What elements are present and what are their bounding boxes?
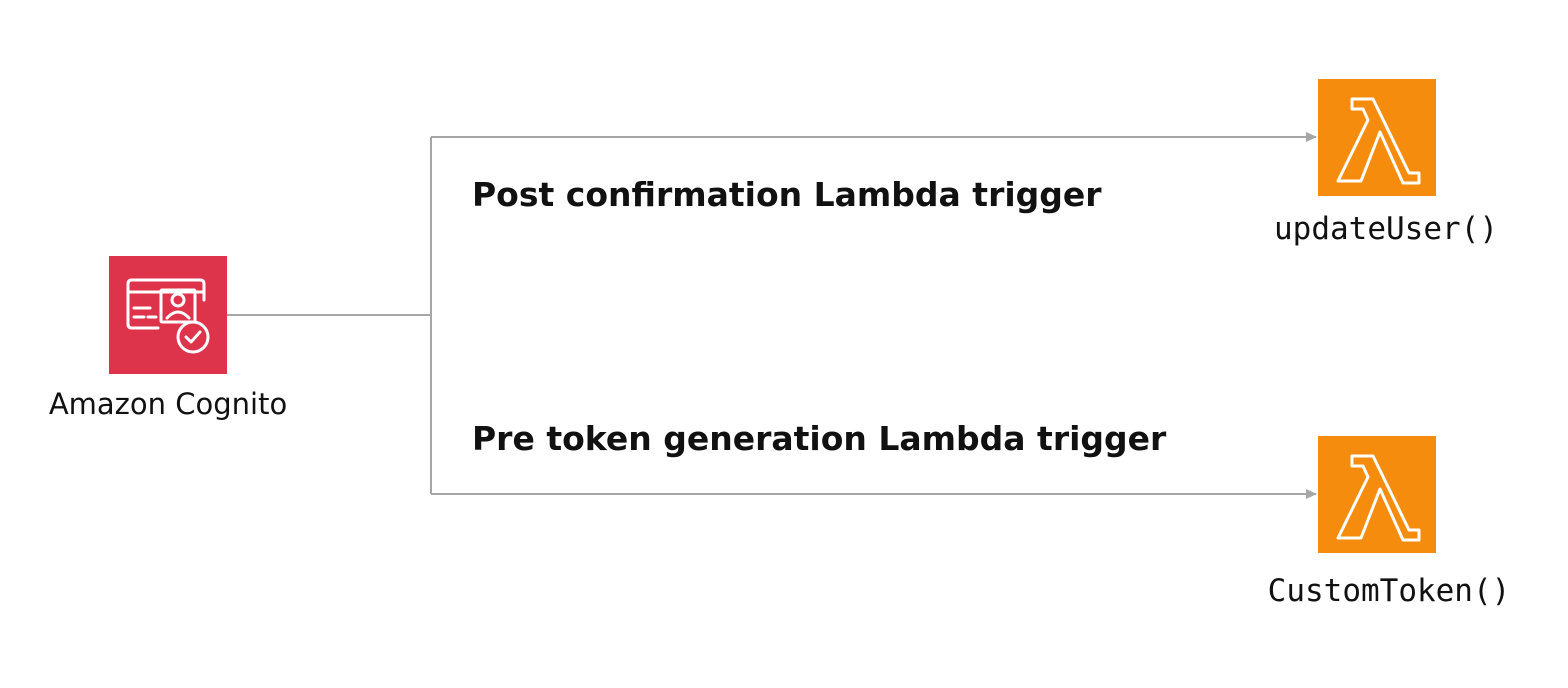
custom-token-label: CustomToken() bbox=[1268, 573, 1511, 609]
connectors bbox=[227, 132, 1317, 499]
update-user-label: updateUser() bbox=[1274, 211, 1498, 247]
cognito-label: Amazon Cognito bbox=[49, 387, 287, 421]
lambda-node-update-user: updateUser() bbox=[1274, 79, 1498, 247]
cognito-glyph bbox=[126, 278, 210, 354]
lambda-node-custom-token: CustomToken() bbox=[1268, 436, 1511, 609]
cognito-node: Amazon Cognito bbox=[49, 256, 287, 421]
post-confirmation-trigger-label: Post confirmation Lambda trigger bbox=[472, 175, 1102, 214]
lambda-glyph bbox=[1336, 97, 1421, 185]
lambda-glyph bbox=[1336, 454, 1421, 542]
pre-token-trigger-label: Pre token generation Lambda trigger bbox=[472, 419, 1167, 458]
